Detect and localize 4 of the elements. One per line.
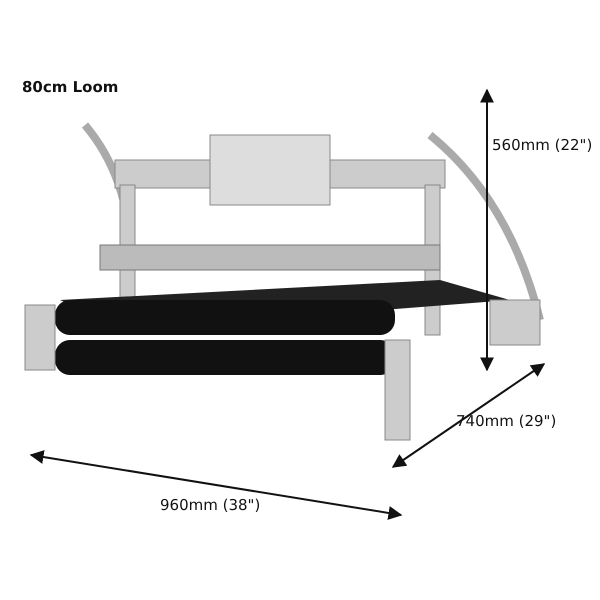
dimension-label: 740mm (29") [456,412,556,430]
dimension-label: 560mm (22") [492,136,592,154]
title: 80cm Loom [22,78,118,96]
dimension-label: 960mm (38") [160,496,260,514]
